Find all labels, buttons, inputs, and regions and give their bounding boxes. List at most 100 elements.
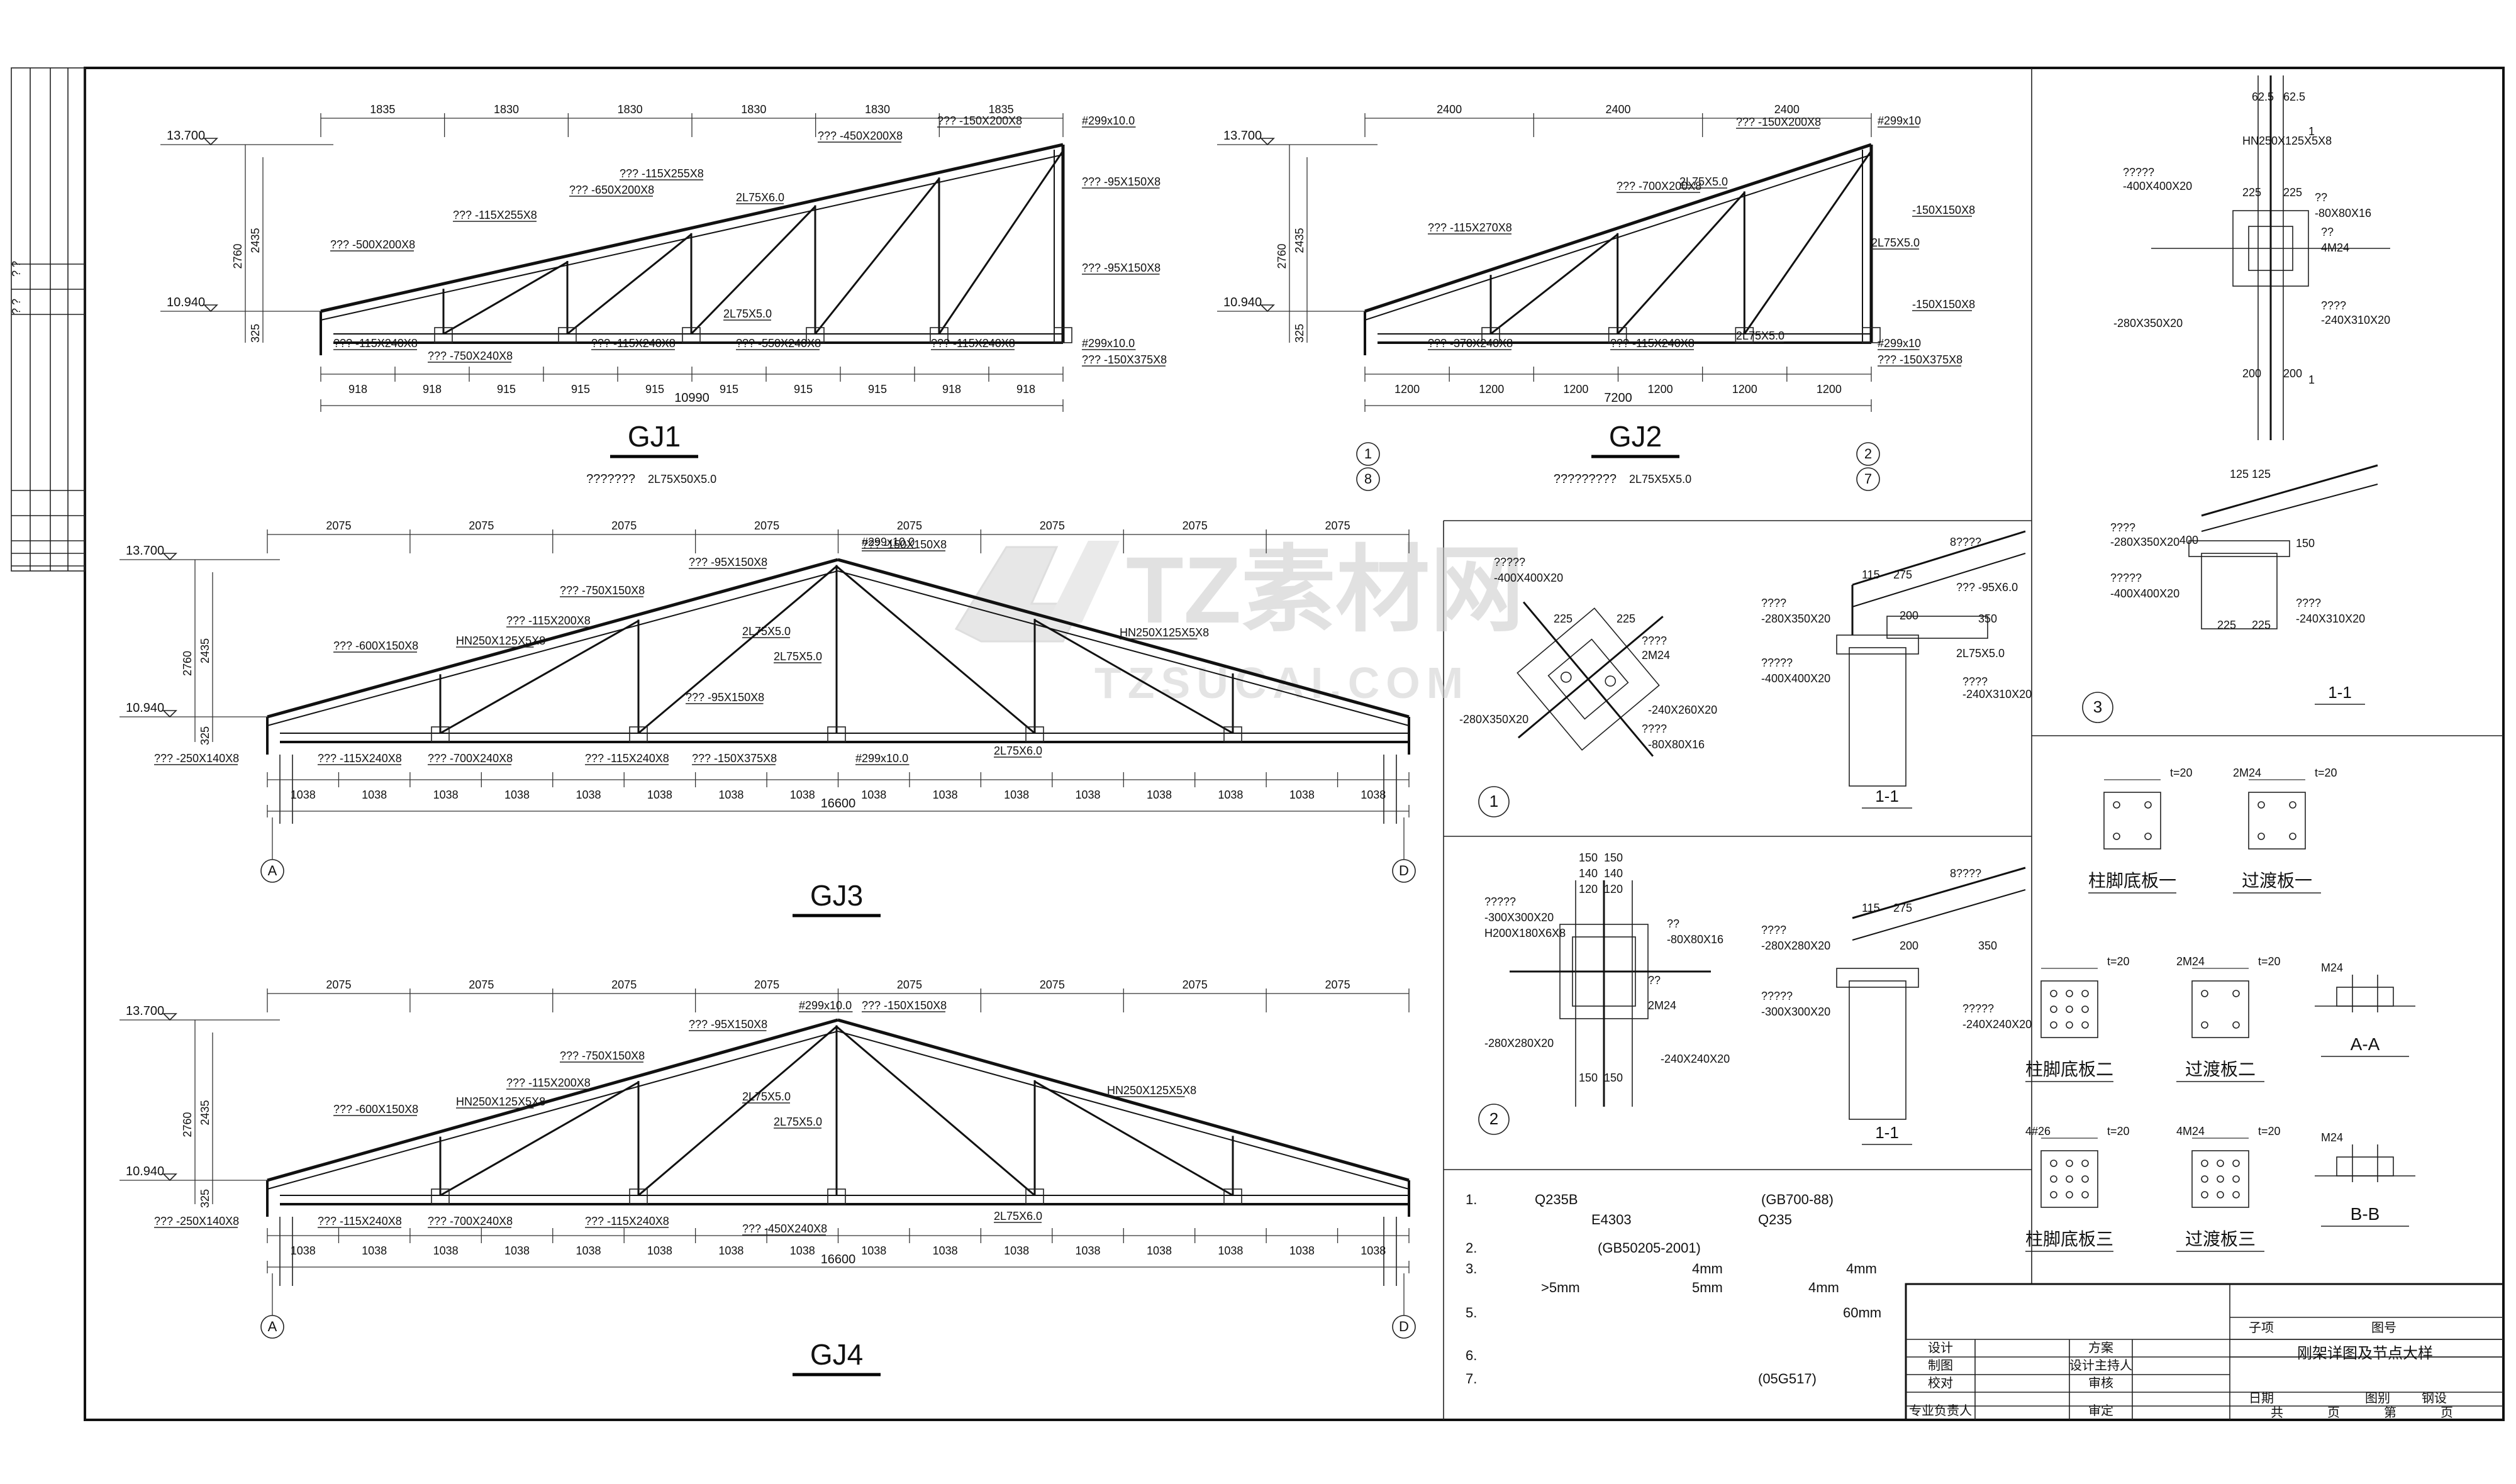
member-label: ??? -750X150X8 <box>560 584 645 597</box>
detail-label: ???? <box>2321 299 2346 312</box>
vdim-text: 2760 <box>181 651 194 676</box>
bolt-hole <box>2201 1175 2208 1183</box>
plate-caption: 过渡板三 <box>2185 1229 2256 1249</box>
elev-triangle <box>162 1013 177 1021</box>
detail-label: 225 <box>1617 612 1635 625</box>
top-dim-text: 2400 <box>1437 103 1462 116</box>
member-label: ??? -150X150X8 <box>862 999 947 1012</box>
bottom-dim-text: 1200 <box>1394 383 1420 396</box>
member-line <box>1523 601 1654 757</box>
member-label: ??? -750X150X8 <box>560 1049 645 1062</box>
bolt-hole <box>1605 675 1617 687</box>
detail-label: ????? <box>2123 166 2154 179</box>
diagonal-member <box>638 1026 837 1197</box>
top-dim-text: 2400 <box>1605 103 1630 116</box>
member-label: HN250X125X5X8 <box>456 1095 545 1108</box>
detail-label: 200 <box>2283 367 2302 380</box>
member-label: ??? -115X200X8 <box>506 614 591 627</box>
bottom-dim-text: 915 <box>868 383 887 396</box>
elev-top: 13.700 <box>1223 129 1262 143</box>
total-dim-text: 7200 <box>1604 391 1632 405</box>
note-number: 3. <box>1466 1261 1477 1276</box>
base-plates: 柱脚底板一t=20过渡板一t=202M24柱脚底板二t=20过渡板二t=202M… <box>2025 767 2415 1252</box>
detail-label: 2M24 <box>1642 649 1670 662</box>
bolt-hole <box>2050 1005 2057 1013</box>
note-text: 60mm <box>1843 1305 1881 1321</box>
detail-label: 125 <box>2252 468 2271 480</box>
detail-label: 62.5 <box>2252 91 2274 103</box>
top-chord-right-inner <box>837 1031 1410 1190</box>
bolt-hole <box>2066 1005 2073 1013</box>
bottom-dim-text: 1038 <box>291 789 316 801</box>
detail-label: -80X80X16 <box>1648 738 1705 751</box>
bottom-dim-text: 1038 <box>1076 1244 1101 1257</box>
gusset-plate <box>629 1188 648 1205</box>
detail-label: 200 <box>1900 609 1918 622</box>
bottom-dim-text: 918 <box>423 383 442 396</box>
bottom-dim-text: 918 <box>1016 383 1035 396</box>
plate-outline <box>2040 1150 2098 1208</box>
plate-outline <box>2248 792 2306 850</box>
elev-top: 13.700 <box>167 129 205 143</box>
bolt-hole <box>2066 1021 2073 1029</box>
detail-label: ???? <box>1761 597 1786 609</box>
member-label: ??? -115X240X8 <box>585 1215 669 1227</box>
gusset-plate <box>1481 327 1500 343</box>
plate-caption: 过渡板二 <box>2185 1060 2256 1079</box>
bottom-dim-text: 915 <box>645 383 664 396</box>
member-label: ??? -150X200X8 <box>937 114 1022 127</box>
elev-bottom: 10.940 <box>167 296 205 309</box>
bottom-dim-text: 1200 <box>1563 383 1588 396</box>
member-label: ??? -600X150X8 <box>333 640 418 652</box>
top-dim-text: 2075 <box>469 519 494 532</box>
elev-triangle <box>162 1173 177 1182</box>
note-text: E4303 <box>1591 1212 1632 1227</box>
tb-label: 校对 <box>1928 1376 1953 1390</box>
bolt-hole <box>2201 990 2208 997</box>
detail-label: ?? <box>2321 226 2334 238</box>
member-label: ??? -150X375X8 <box>692 752 777 765</box>
section-title: 1-1 <box>2328 683 2352 702</box>
note-number: 5. <box>1466 1305 1477 1321</box>
detail-num: 3 <box>2093 697 2102 716</box>
watermark-logo: TZ素材网 TZSUCAI.COM <box>954 537 1524 707</box>
member-label: ??? -115X270X8 <box>1428 221 1512 234</box>
bottom-dim-text: 1038 <box>933 789 958 801</box>
note-text: (05G517) <box>1758 1371 1817 1387</box>
vdim-text: 325 <box>199 726 211 745</box>
detail-label: 225 <box>2283 186 2302 199</box>
plate-tag: 4#26 <box>2025 1125 2051 1138</box>
bolt-hole <box>2066 1160 2073 1167</box>
elev-triangle <box>162 710 177 718</box>
note-number: 6. <box>1466 1348 1477 1363</box>
detail-label: -80X80X16 <box>2315 207 2371 219</box>
bottom-dim-text: 1200 <box>1648 383 1673 396</box>
detail-label: -400X400X20 <box>1761 672 1830 685</box>
d3s-rafter2 <box>2201 484 2378 532</box>
vdim-text: 325 <box>249 324 262 343</box>
member-label: #299x10.0 <box>1082 337 1135 350</box>
truss-title: GJ3 <box>810 879 863 912</box>
elev-triangle <box>162 553 177 561</box>
bottom-dim-text: 1038 <box>647 1244 672 1257</box>
plate-tag: 2M24 <box>2233 767 2261 779</box>
note-number: 2. <box>1466 1240 1477 1256</box>
bolt-hole <box>2289 833 2296 840</box>
axis-bubble <box>1356 442 1380 466</box>
bottom-dim-text: 1200 <box>1732 383 1757 396</box>
elev-triangle <box>203 304 218 313</box>
top-dim-text: 2075 <box>611 519 637 532</box>
bolt-hole <box>2289 801 2296 809</box>
bottom-dim-text: 1038 <box>433 789 459 801</box>
bolt-hole <box>2201 1160 2208 1167</box>
bottom-dim-text: 1038 <box>1147 1244 1172 1257</box>
bottom-dim-text: 1038 <box>1218 789 1243 801</box>
bolt-hole <box>2217 1191 2224 1199</box>
member-label: ??? -115X255X8 <box>453 209 537 221</box>
member-label: #299x10 <box>1878 114 1921 127</box>
detail-label: 200 <box>1900 939 1918 952</box>
detail-label: -280X350X20 <box>1761 612 1830 625</box>
plate-caption: 过渡板一 <box>2242 871 2312 890</box>
detail-label: 350 <box>1978 612 1997 625</box>
bolt-hole <box>2066 1175 2073 1183</box>
